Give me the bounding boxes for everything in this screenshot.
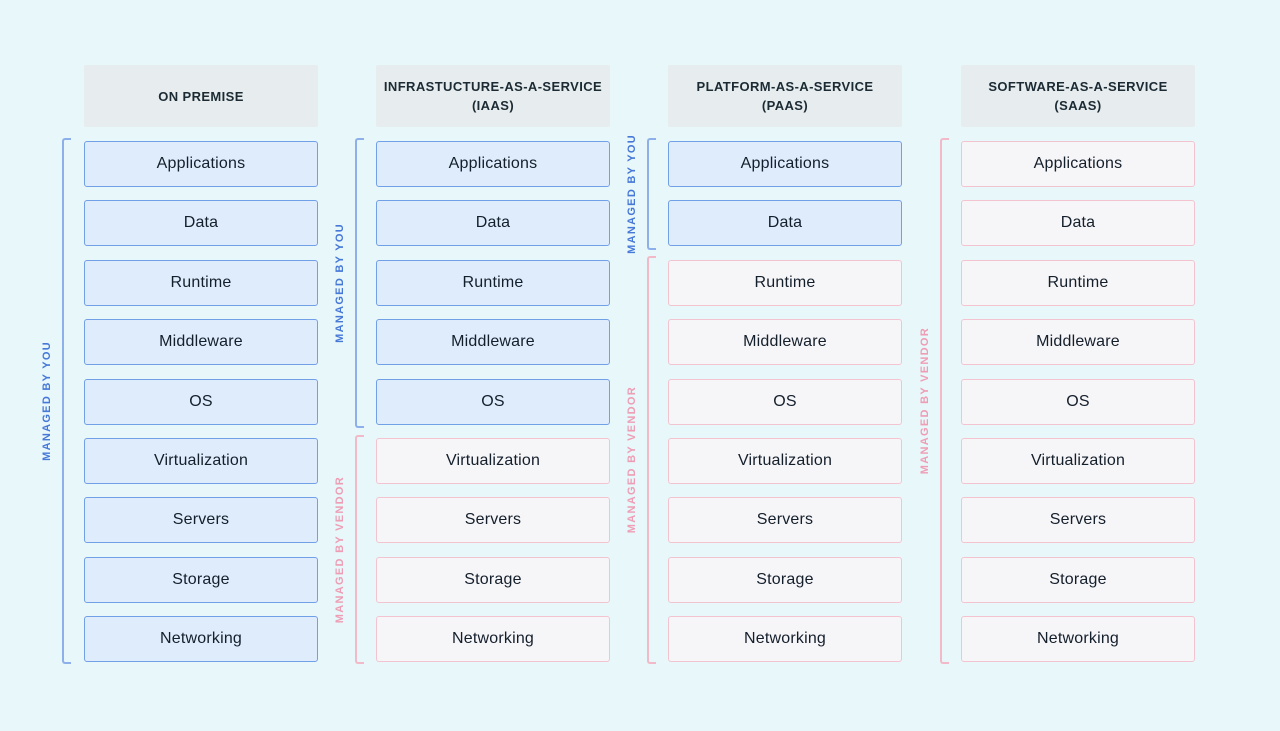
layer-cell: Data	[84, 200, 318, 247]
layer-label: OS	[773, 392, 797, 410]
column-header-paas: PLATFORM-AS-A-SERVICE (PAAS)	[668, 65, 902, 127]
layer-cell: Servers	[668, 497, 902, 544]
column-title: PLATFORM-AS-A-SERVICE	[696, 79, 874, 94]
managed-by-vendor-bracket	[940, 138, 949, 664]
layer-cell: OS	[376, 378, 610, 425]
layer-label: Applications	[1033, 155, 1123, 172]
column-subtitle: (PAAS)	[761, 98, 809, 113]
layer-label: Data	[183, 214, 219, 232]
layer-cell: Runtime	[376, 259, 610, 306]
layer-label: Storage	[1049, 570, 1107, 588]
column-subtitle: (SAAS)	[1054, 98, 1102, 113]
layer-label: Servers	[756, 511, 814, 529]
layer-cell: Data	[668, 200, 902, 247]
layer-cell: Applications	[376, 141, 610, 187]
layer-label: Middleware	[1036, 333, 1120, 351]
layer-cell: Applications	[84, 141, 318, 187]
managed-by-you-label: MANAGED BY YOU	[626, 134, 638, 254]
layer-label: Virtualization	[153, 451, 249, 469]
layer-label: Middleware	[743, 333, 827, 351]
managed-by-vendor-label: MANAGED BY VENDOR	[919, 327, 931, 475]
layer-label: Middleware	[451, 333, 535, 351]
column-header-saas: SOFTWARE-AS-A-SERVICE (SAAS)	[961, 65, 1195, 127]
layer-cell: OS	[961, 378, 1195, 425]
layer-label: Runtime	[754, 273, 816, 291]
column-subtitle: (IAAS)	[471, 98, 515, 113]
layer-label: Virtualization	[445, 451, 541, 469]
layer-cell: Data	[376, 200, 610, 247]
managed-by-you-bracket	[355, 138, 364, 428]
layer-cell: Applications	[668, 141, 902, 187]
layer-cell: Storage	[668, 556, 902, 603]
layer-cell: Virtualization	[84, 437, 318, 484]
layer-cell: Servers	[376, 497, 610, 544]
layer-cell: Runtime	[84, 259, 318, 306]
layer-label: Networking	[743, 630, 827, 648]
layer-label: OS	[1066, 392, 1090, 410]
layer-label: Networking	[159, 630, 243, 648]
layer-cell: Runtime	[961, 259, 1195, 306]
layer-stack-saas: Applications Data Runtime Middleware OS …	[961, 141, 1195, 663]
layer-cell: Storage	[961, 556, 1195, 603]
layer-cell: Virtualization	[668, 437, 902, 484]
layer-label: OS	[481, 392, 505, 410]
layer-label: Applications	[156, 155, 246, 172]
layer-cell: Middleware	[84, 319, 318, 366]
layer-cell: Applications	[961, 141, 1195, 187]
layer-label: Data	[475, 214, 511, 232]
layer-stack-iaas: Applications Data Runtime Middleware OS …	[376, 141, 610, 663]
layer-label: Applications	[448, 155, 538, 172]
layer-label: Storage	[172, 570, 230, 588]
layer-label: Virtualization	[737, 451, 833, 469]
layer-cell: Servers	[84, 497, 318, 544]
managed-by-you-bracket	[647, 138, 656, 250]
column-header-iaas: INFRASTUCTURE-AS-A-SERVICE (IAAS)	[376, 65, 610, 127]
layer-cell: Virtualization	[961, 437, 1195, 484]
managed-by-vendor-label: MANAGED BY VENDOR	[626, 386, 638, 534]
layer-cell: Servers	[961, 497, 1195, 544]
layer-cell: Networking	[668, 616, 902, 663]
layer-cell: Virtualization	[376, 437, 610, 484]
layer-cell: Networking	[961, 616, 1195, 663]
layer-cell: Middleware	[376, 319, 610, 366]
managed-by-vendor-label: MANAGED BY VENDOR	[334, 475, 346, 624]
layer-label: Data	[1060, 214, 1096, 232]
layer-label: Middleware	[159, 333, 243, 351]
layer-label: Servers	[464, 511, 522, 529]
layer-cell: Data	[961, 200, 1195, 247]
managed-by-you-label: MANAGED BY YOU	[41, 341, 53, 461]
column-title: INFRASTUCTURE-AS-A-SERVICE	[383, 79, 603, 94]
layer-label: Data	[767, 214, 803, 232]
layer-label: OS	[189, 392, 213, 410]
layer-label: Servers	[172, 511, 230, 529]
layer-cell: OS	[668, 378, 902, 425]
layer-cell: Runtime	[668, 259, 902, 306]
layer-label: Runtime	[462, 273, 524, 291]
layer-label: Networking	[451, 630, 535, 648]
managed-by-you-label: MANAGED BY YOU	[334, 223, 346, 343]
layer-cell: OS	[84, 378, 318, 425]
layer-label: Virtualization	[1030, 451, 1126, 469]
layer-label: Storage	[464, 570, 522, 588]
column-header-on-premise: ON PREMISE	[84, 65, 318, 127]
layer-stack-paas: Applications Data Runtime Middleware OS …	[668, 141, 902, 663]
layer-label: Runtime	[1047, 273, 1109, 291]
layer-label: Applications	[740, 155, 830, 172]
layer-stack-on-premise: Applications Data Runtime Middleware OS …	[84, 141, 318, 663]
layer-cell: Middleware	[668, 319, 902, 366]
layer-label: Storage	[756, 570, 814, 588]
managed-by-vendor-bracket	[355, 435, 364, 664]
managed-by-you-bracket	[62, 138, 71, 664]
managed-by-vendor-bracket	[647, 256, 656, 664]
layer-cell: Storage	[84, 556, 318, 603]
column-title: ON PREMISE	[158, 88, 244, 104]
layer-cell: Middleware	[961, 319, 1195, 366]
layer-cell: Networking	[376, 616, 610, 663]
layer-label: Runtime	[170, 273, 232, 291]
column-title: SOFTWARE-AS-A-SERVICE	[988, 79, 1168, 94]
layer-label: Networking	[1036, 630, 1120, 648]
layer-cell: Networking	[84, 616, 318, 663]
layer-cell: Storage	[376, 556, 610, 603]
layer-label: Servers	[1049, 511, 1107, 529]
